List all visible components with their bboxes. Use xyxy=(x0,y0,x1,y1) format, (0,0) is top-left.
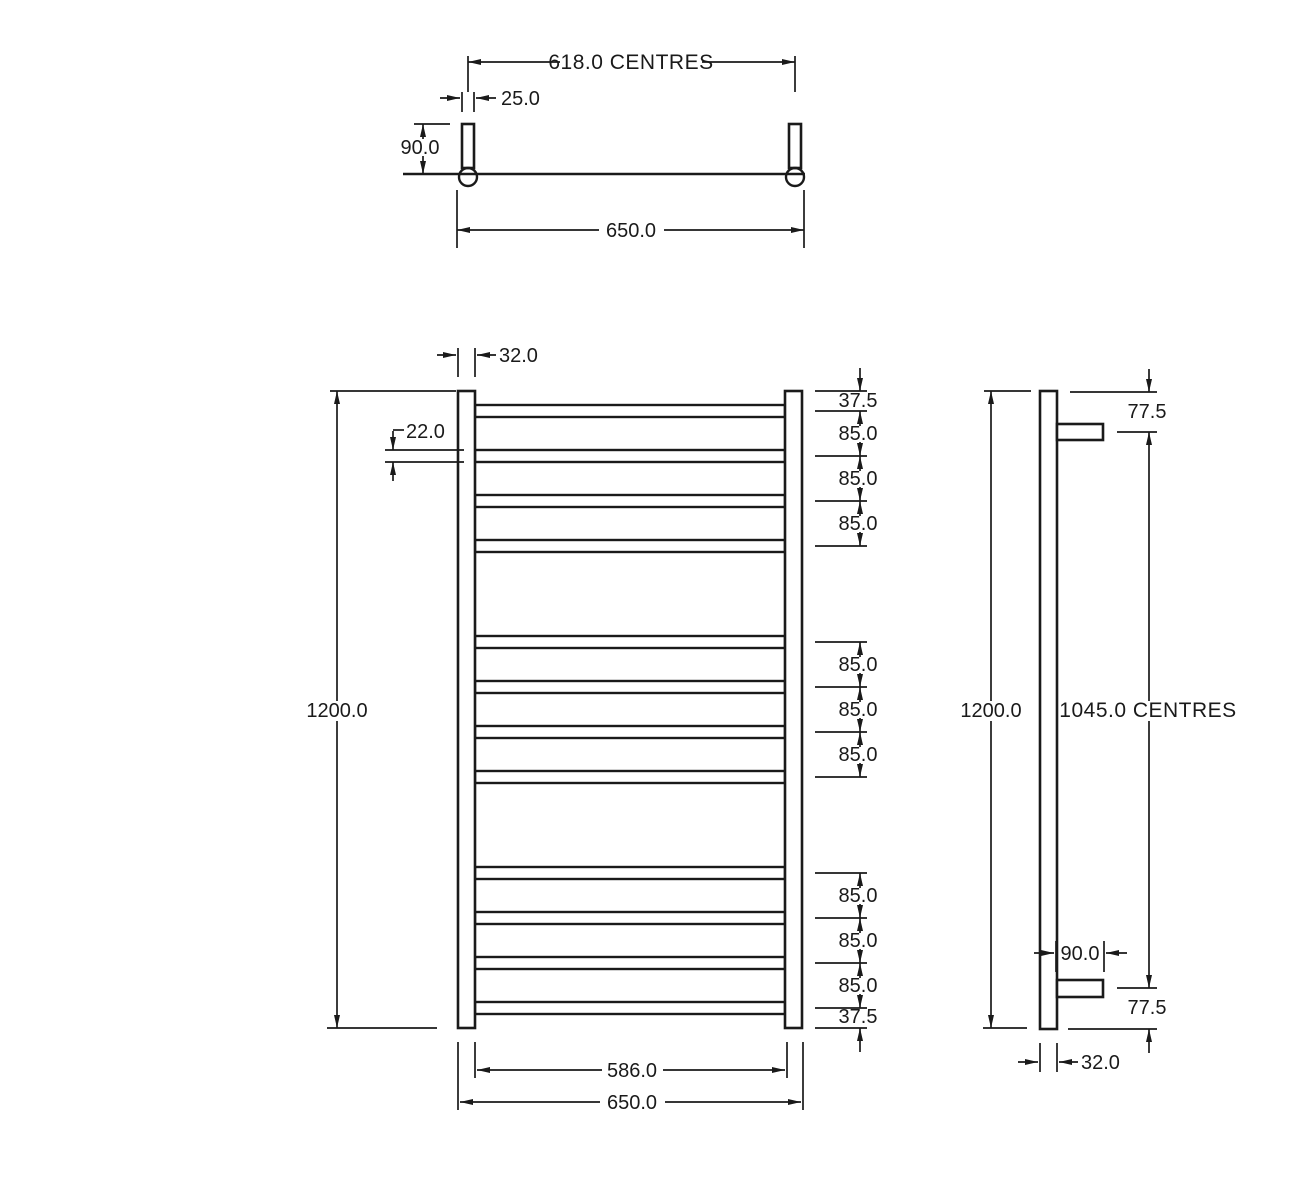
label-backplate xyxy=(836,516,880,532)
extension-line xyxy=(461,92,475,112)
dim-overall-height-front-label: 1200.0 xyxy=(306,700,367,722)
dim-overall-height-front: 1200.0 xyxy=(300,390,456,1029)
dim-bracket-depth: 90.0 xyxy=(398,123,450,174)
dim-bracket-depth-label: 90.0 xyxy=(401,137,440,159)
extension-line xyxy=(456,190,805,248)
top-bracket xyxy=(1055,422,1105,442)
dim-spacing-label: 85.0 xyxy=(839,513,878,535)
rung xyxy=(473,634,787,650)
label-backplate xyxy=(836,933,880,949)
left-bracket-circle xyxy=(457,166,479,188)
label-backplate xyxy=(832,393,884,408)
label-backplate xyxy=(836,426,880,442)
dim-rail-depth-label: 32.0 xyxy=(1081,1052,1120,1074)
side-view: 1200.0 77.5 1045.0 CENTRES 90.0 77.5 xyxy=(954,369,1236,1074)
label-backplate xyxy=(836,888,880,904)
label-backplate xyxy=(300,701,374,721)
extension-line xyxy=(457,1042,804,1110)
dim-bracket-vertical-centres-label: 1045.0 CENTRES xyxy=(1059,699,1236,722)
dim-end-offset-label: 25.0 xyxy=(501,88,540,110)
dim-bracket-centres-label: 618.0 CENTRES xyxy=(548,51,713,74)
dim-spacing-label: 85.0 xyxy=(839,468,878,490)
extension-line xyxy=(1055,941,1105,972)
rung xyxy=(473,448,787,464)
dim-rail-depth: 32.0 xyxy=(1018,1043,1120,1074)
dim-bracket-depth-side-label: 90.0 xyxy=(1061,943,1100,965)
tick-lines xyxy=(815,390,867,1029)
label-backplate xyxy=(836,747,880,763)
label-backplate xyxy=(836,702,880,718)
dim-rail-width: 32.0 xyxy=(437,345,538,377)
label-backplate xyxy=(832,1009,884,1024)
dim-spacing-label: 37.5 xyxy=(839,390,878,412)
dim-end-offset: 25.0 xyxy=(440,88,540,112)
dim-bottom-bracket-offset-label: 77.5 xyxy=(1128,997,1167,1019)
label-backplate xyxy=(398,139,442,156)
left-rail xyxy=(456,389,477,1030)
dim-bracket-vertical-centres: 1045.0 CENTRES xyxy=(1059,431,1236,989)
dim-top-bracket-offset: 77.5 xyxy=(1070,369,1166,423)
label-backplate xyxy=(836,471,880,487)
dim-tube-diameter: 22.0 xyxy=(385,421,464,481)
dim-bracket-depth-side: 90.0 xyxy=(1034,941,1127,972)
dim-spacing-label: 85.0 xyxy=(839,423,878,445)
dim-overall-width-top: 650.0 xyxy=(456,190,805,248)
side-rail xyxy=(1038,389,1059,1031)
front-view: 32.0 22.0 1200.0 xyxy=(300,345,884,1114)
label-backplate xyxy=(954,701,1028,721)
dim-spacing-label: 85.0 xyxy=(839,699,878,721)
dim-overall-height-side: 1200.0 xyxy=(954,390,1031,1029)
rung xyxy=(473,493,787,509)
dim-overall-width-front: 650.0 xyxy=(457,1042,804,1114)
dim-rung-span: 586.0 xyxy=(474,1042,788,1082)
rung xyxy=(473,538,787,554)
extension-line xyxy=(1039,1043,1058,1072)
label-backplate xyxy=(836,978,880,994)
dim-spacing-label: 37.5 xyxy=(839,1006,878,1028)
dim-overall-height-side-label: 1200.0 xyxy=(960,700,1021,722)
right-bracket-circle xyxy=(784,166,806,188)
dim-overall-width-front-label: 650.0 xyxy=(607,1092,657,1114)
extension-line xyxy=(457,348,476,377)
dim-spacing-label: 85.0 xyxy=(839,930,878,952)
dim-tube-diameter-label: 22.0 xyxy=(406,421,445,443)
dim-top-bracket-offset-label: 77.5 xyxy=(1128,401,1167,423)
dim-spacing-label: 85.0 xyxy=(839,744,878,766)
top-view: 618.0 CENTRES 25.0 90.0 650.0 xyxy=(398,51,806,248)
dim-bracket-centres: 618.0 CENTRES xyxy=(467,51,796,92)
left-bracket xyxy=(460,122,476,170)
label-backplate xyxy=(836,657,880,673)
rung xyxy=(473,865,787,881)
extension-line xyxy=(385,449,464,463)
extension-line xyxy=(474,1042,788,1078)
label-backplate xyxy=(1073,701,1223,721)
dim-overall-width-top-label: 650.0 xyxy=(606,220,656,242)
rung xyxy=(473,403,787,419)
bottom-bracket xyxy=(1055,978,1105,999)
rung xyxy=(473,769,787,785)
dim-rung-span-label: 586.0 xyxy=(607,1060,657,1082)
dim-bottom-bracket-offset: 77.5 xyxy=(1068,997,1166,1053)
right-rail xyxy=(783,389,804,1030)
rung xyxy=(473,910,787,926)
dim-rung-spacing-chain: 37.5 85.0 85.0 85.0 85.0 85.0 85.0 85.0 … xyxy=(815,368,884,1052)
rung xyxy=(473,679,787,695)
dim-spacing-label: 85.0 xyxy=(839,654,878,676)
dim-spacing-label: 85.0 xyxy=(839,975,878,997)
dim-rail-width-label: 32.0 xyxy=(499,345,538,367)
rung xyxy=(473,955,787,971)
rung xyxy=(473,724,787,740)
rung xyxy=(473,1000,787,1016)
dim-spacing-label: 85.0 xyxy=(839,885,878,907)
right-bracket xyxy=(787,122,803,170)
